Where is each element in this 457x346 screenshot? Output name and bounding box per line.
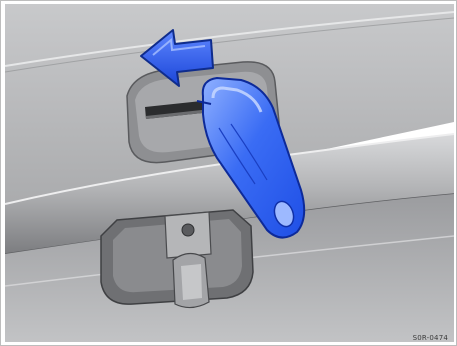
figure-code: S0R-0474	[413, 334, 448, 342]
latch-mechanism	[101, 210, 253, 308]
illustration	[5, 4, 454, 342]
